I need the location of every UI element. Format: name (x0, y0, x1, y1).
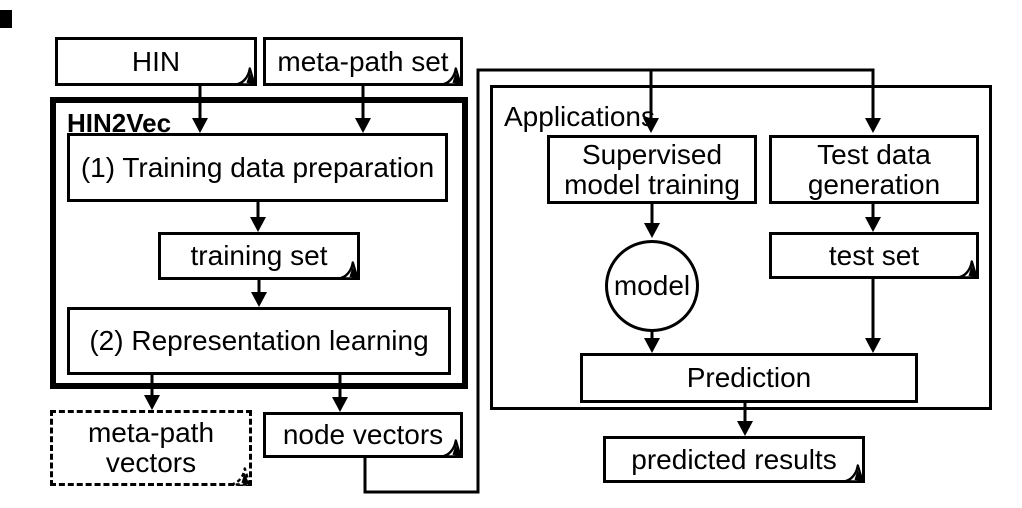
meta-path-vectors-box: meta-path vectors (50, 410, 252, 486)
test-data-generation-label: Test data generation (807, 138, 941, 200)
node-vectors-box: node vectors (263, 412, 463, 458)
prediction-box: Prediction (580, 353, 918, 403)
node-vectors-label: node vectors (282, 419, 444, 450)
folded-corner-icon (958, 260, 978, 279)
meta-path-vectors-label: meta-path vectors (87, 417, 215, 478)
representation-learning-box: (2) Representation learning (67, 307, 451, 375)
folded-corner-icon (236, 67, 256, 86)
edge-crop-artifact (0, 10, 12, 28)
training-data-preparation-label: (1) Training data preparation (80, 151, 435, 183)
meta-path-set-box: meta-path set (263, 37, 463, 86)
test-data-generation-box: Test data generation (769, 135, 979, 204)
test-set-box: test set (769, 232, 979, 279)
supervised-model-training-label: Supervised model training (564, 138, 740, 200)
meta-path-set-label: meta-path set (277, 45, 449, 77)
model-circle: model (605, 240, 699, 332)
hin-box: HIN (55, 37, 257, 86)
folded-corner-icon (844, 464, 864, 483)
training-set-label: training set (190, 240, 328, 271)
supervised-model-training-box: Supervised model training (547, 135, 757, 204)
folded-corner-icon (231, 467, 251, 486)
training-set-box: training set (158, 232, 360, 280)
training-data-preparation-box: (1) Training data preparation (67, 133, 448, 202)
folded-corner-icon (442, 439, 462, 458)
folded-corner-icon (339, 261, 359, 280)
model-label: model (613, 270, 691, 301)
predicted-results-box: predicted results (603, 436, 865, 483)
predicted-results-label: predicted results (631, 443, 837, 475)
prediction-label: Prediction (686, 362, 812, 393)
hin-label: HIN (131, 45, 181, 77)
test-set-label: test set (828, 239, 920, 271)
applications-frame-label: Applications (504, 101, 655, 132)
folded-corner-icon (442, 67, 462, 86)
representation-learning-label: (2) Representation learning (89, 325, 429, 356)
